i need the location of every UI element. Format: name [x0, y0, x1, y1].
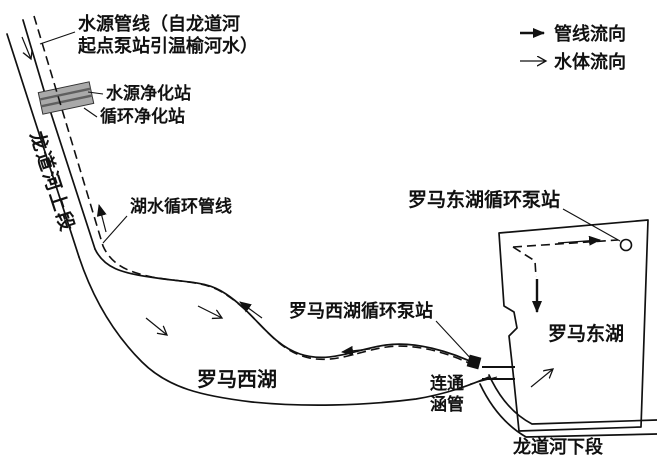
legend-water-flow-label: 水体流向 [554, 51, 626, 72]
water-flow-arrow [530, 369, 553, 388]
leader-east-pump [562, 208, 621, 242]
leader-circulation-purify [83, 107, 98, 118]
culvert-label-line1: 连通 [430, 373, 464, 393]
lower-river-left-bank [488, 374, 657, 425]
lake-circulation-pipeline-label: 湖水循环管线 [130, 196, 232, 216]
pipeline-flow-arrow [96, 204, 107, 233]
leader-source-purify [87, 91, 104, 95]
source-purify-station-label: 水源净化站 [106, 83, 191, 103]
pipeline-flow-arrow [341, 345, 371, 356]
legend: 管线流向 水体流向 [520, 23, 626, 72]
source-pipeline-label-line1: 水源管线（自龙道河 [78, 13, 240, 34]
culvert-label-line2: 涵管 [430, 394, 464, 414]
water-flow-arrow [21, 36, 31, 59]
west-lake-pump-station-label: 罗马西湖循环泵站 [289, 300, 433, 321]
station-stripe [40, 94, 93, 108]
east-lake-label: 罗马东湖 [548, 322, 624, 345]
east-pump-station-icon [619, 238, 633, 252]
leader-source-pipeline [39, 31, 76, 45]
legend-pipeline-flow-label: 管线流向 [554, 23, 626, 44]
leader-culvert [469, 376, 498, 385]
east-lake-pump-station-label: 罗马东湖循环泵站 [408, 188, 560, 211]
river-lower-label: 龙道河下段 [513, 436, 604, 457]
water-flow-arrow [197, 305, 222, 318]
water-flow-arrow [145, 317, 167, 335]
lower-river-right-bank [479, 383, 657, 438]
pipeline-flow-arrow [239, 301, 263, 319]
leader-lake-pipeline [102, 215, 128, 244]
leader-west-pump [435, 320, 475, 363]
station-stripe [39, 87, 91, 101]
upper-river-left-bank [6, 33, 80, 258]
pipeline-flow-arrow [557, 235, 601, 246]
east-lake-outline [498, 219, 649, 432]
source-pipeline-label-line2: 起点泵站引温榆河水） [77, 35, 258, 56]
river-upper-label: 龙道河上段 [25, 128, 79, 235]
west-lake-bottom-shore [78, 256, 490, 406]
east-lake-pipeline [512, 246, 537, 278]
west-lake-label: 罗马西湖 [197, 368, 277, 391]
east-lake-pipeline [512, 239, 619, 248]
circulation-purify-station-label: 循环净化站 [100, 106, 185, 126]
west-lake-top-shore [94, 248, 479, 366]
